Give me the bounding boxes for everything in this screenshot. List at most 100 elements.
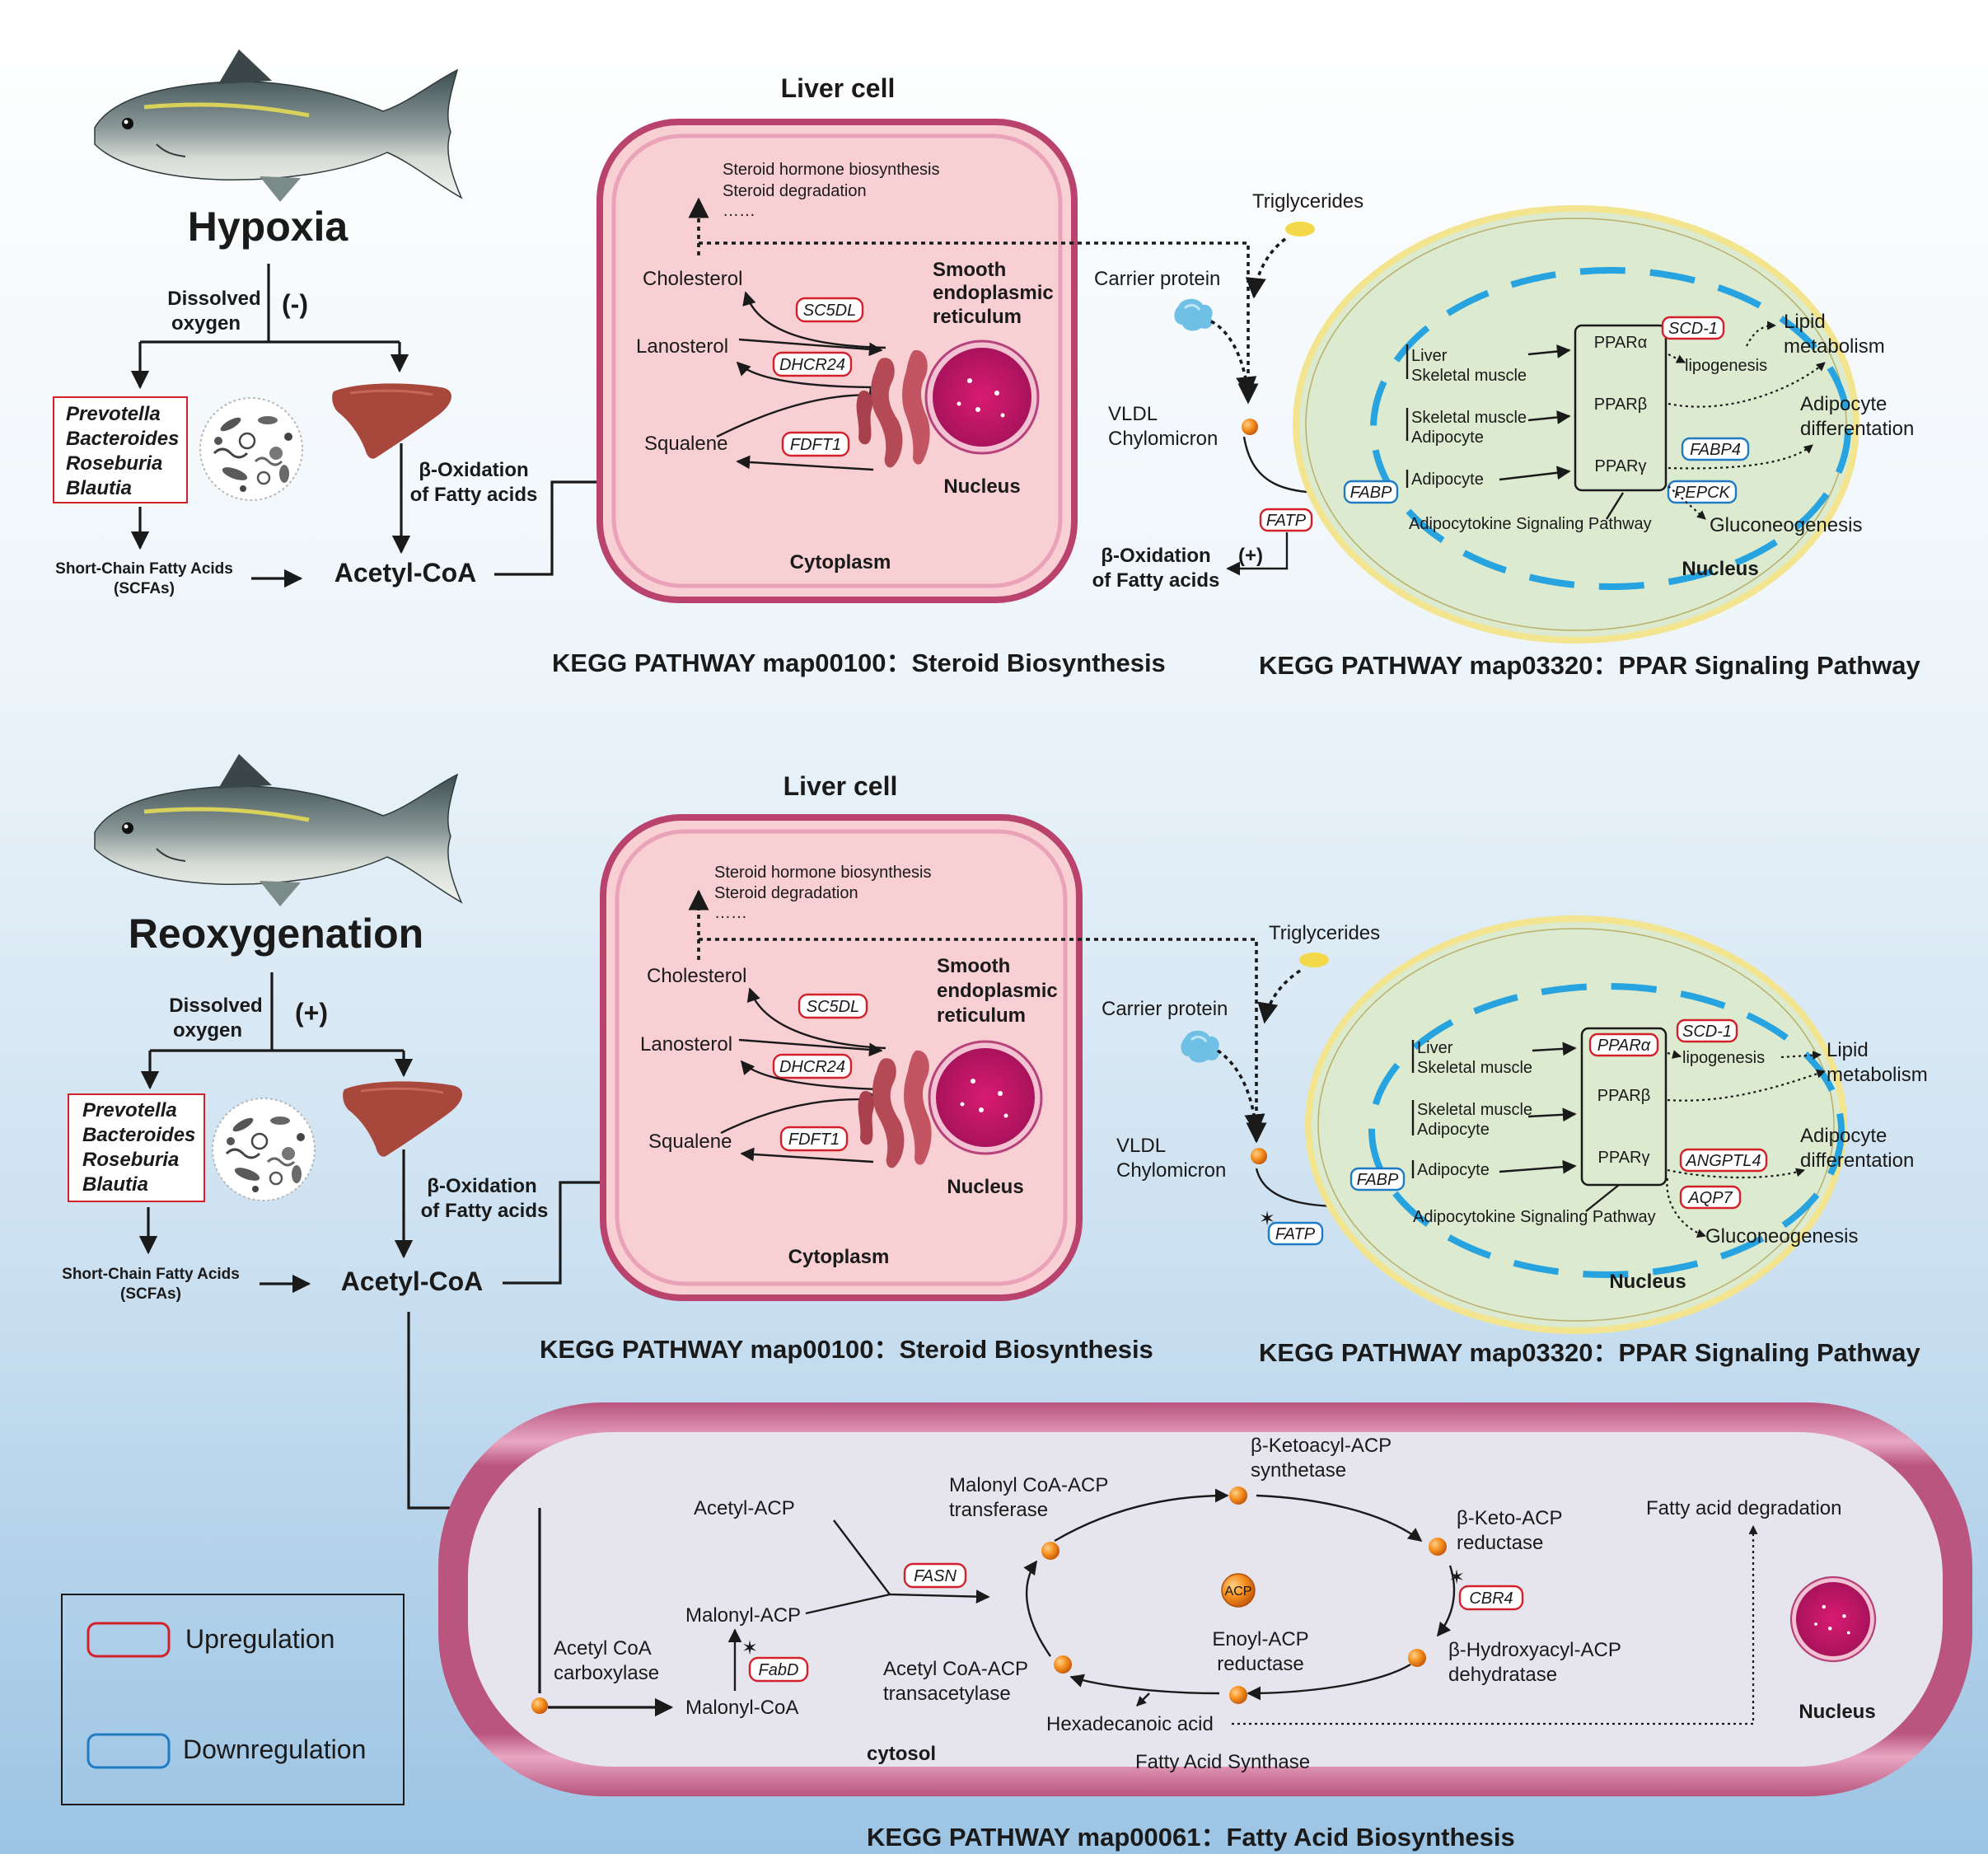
oxygen-sign: (-) (282, 289, 308, 319)
ser-label-re-1: Smooth (937, 955, 1010, 977)
hydroxyacyl-dehydratase: β-Hydroxyacyl-ACP (1448, 1639, 1621, 1661)
ser-label-2: endoplasmic (933, 282, 1054, 304)
steroid-output-3: …… (723, 202, 755, 220)
bacteria-box (53, 396, 188, 503)
legend-down-swatch (87, 1733, 171, 1769)
ppar-beta-re: PPARβ (1597, 1087, 1650, 1105)
squalene: Squalene (644, 433, 727, 455)
gene-scd1: SCD-1 (1668, 320, 1718, 338)
gene-scd1-badge-re (1676, 1018, 1738, 1043)
malonyl-acp: Malonyl-ACP (685, 1604, 801, 1627)
adipocyte-differentiation-2: differentation (1800, 418, 1914, 440)
carrier-protein-re: Carrier protein (1102, 998, 1228, 1020)
bacteria-cluster-icon (199, 396, 304, 502)
bacteria-blautia-re: Blautia (82, 1173, 148, 1196)
fish-icon-2 (95, 754, 461, 906)
gene-fdft1-re: FDFT1 (788, 1131, 840, 1149)
tissue-liver-re: Liver (1417, 1039, 1453, 1057)
fish-icon (95, 49, 461, 202)
steroid-output-1: Steroid hormone biosynthesis (723, 161, 939, 179)
kegg-steroid-top: KEGG PATHWAY map00100：Steroid Biosynthes… (552, 648, 1166, 677)
gene-fabp4-badge (1681, 437, 1750, 461)
tissue-skeletal-muscle-re: Skeletal muscle (1417, 1059, 1532, 1077)
scfa-label-re: Short-Chain Fatty Acids (62, 1266, 240, 1283)
nucleus-icon-2 (928, 1040, 1043, 1155)
ppar-gamma-re: PPARγ (1598, 1149, 1650, 1167)
lipogenesis: lipogenesis (1685, 357, 1767, 375)
ppar-alpha: PPARα (1594, 334, 1648, 352)
liver-organ-icon-2 (341, 1079, 464, 1159)
kegg-ppar-bottom: KEGG PATHWAY map03320：PPAR Signaling Pat… (1259, 1338, 1921, 1367)
reoxygenation-title: Reoxygenation (129, 911, 423, 957)
malonyl-coa: Malonyl-CoA (685, 1697, 798, 1719)
nucleus-icon-3 (1789, 1575, 1877, 1663)
star-cbr4: ✶ (1448, 1566, 1465, 1589)
cholesterol-re: Cholesterol (647, 965, 746, 987)
ppar-alpha-badge-re (1588, 1032, 1659, 1057)
hydroxyacyl-dehydratase-2: dehydratase (1448, 1664, 1557, 1686)
keto-reductase-2: reductase (1457, 1532, 1543, 1554)
gene-sc5dl-badge (795, 297, 864, 323)
tissue-liver: Liver (1411, 347, 1448, 365)
fatty-acid-synthase: Fatty Acid Synthase (1135, 1751, 1310, 1773)
bacteria-bacteroides: Bacteroides (66, 428, 179, 450)
gene-pepck: PEPCK (1674, 484, 1731, 502)
gene-fatp-re: FATP (1275, 1225, 1316, 1243)
acp-label: ACP (1225, 1585, 1252, 1599)
oxygen-sign-re: (+) (295, 998, 328, 1028)
gene-fasn-badge (903, 1562, 967, 1589)
fa-nucleus-label: Nucleus (1799, 1701, 1875, 1723)
gene-fabp-badge (1343, 480, 1399, 504)
steroid-output-re-1: Steroid hormone biosynthesis (714, 864, 931, 882)
tissue-skeletal-muscle-2: Skeletal muscle (1411, 409, 1527, 427)
ppar-beta: PPARβ (1594, 396, 1647, 414)
transport-beta-ox-2: of Fatty acids (1092, 569, 1220, 592)
ser-label-1: Smooth (933, 259, 1006, 281)
cytosol-area (468, 1432, 1943, 1767)
liver-organ-icon (330, 382, 453, 461)
legend-up-label: Upregulation (185, 1624, 334, 1654)
keto-reductase: β-Keto-ACP (1457, 1507, 1563, 1529)
malonyl-transferase-2: transferase (949, 1499, 1048, 1521)
scfa-label-re-2: (SCFAs) (120, 1285, 181, 1303)
lipid-metabolism: Lipid (1784, 311, 1826, 333)
cytoplasm-label-re: Cytoplasm (788, 1246, 890, 1268)
adipocytokine-pathway: Adipocytokine Signaling Pathway (1409, 515, 1652, 533)
acetyl-coa-carboxylase: Acetyl CoA (554, 1637, 652, 1660)
gene-dhcr24-badge-re (772, 1053, 853, 1079)
steroid-output-re-2: Steroid degradation (714, 884, 858, 902)
gluconeogenesis: Gluconeogenesis (1710, 514, 1862, 536)
acetyl-coa: Acetyl-CoA (334, 558, 476, 588)
lanosterol: Lanosterol (636, 335, 728, 358)
fatty-acid-degradation: Fatty acid degradation (1646, 1497, 1841, 1519)
gene-dhcr24-re: DHCR24 (779, 1058, 845, 1076)
nucleus-icon (924, 339, 1040, 455)
vldl-label-re: VLDL (1116, 1135, 1166, 1157)
hypoxia-title: Hypoxia (188, 204, 349, 250)
beta-oxidation-label-re-2: of Fatty acids (421, 1200, 549, 1222)
adipocytokine-pathway-re: Adipocytokine Signaling Pathway (1413, 1208, 1656, 1226)
scfa-label-2: (SCFAs) (114, 580, 175, 597)
bacteria-roseburia-re: Roseburia (82, 1149, 179, 1171)
beta-oxidation-label-re: β-Oxidation (427, 1175, 536, 1197)
legend-up-swatch (87, 1622, 171, 1658)
gene-cbr4-badge (1458, 1585, 1524, 1611)
beta-oxidation-label-2: of Fatty acids (410, 484, 538, 506)
lipid-metabolism-re-2: metabolism (1827, 1064, 1928, 1086)
liver-cell-title: Liver cell (781, 73, 896, 103)
carrier-protein-icon-2 (1179, 1029, 1221, 1064)
bacteria-box-re (68, 1093, 205, 1202)
ppar-nucleus-boundary (1370, 267, 1851, 590)
gene-fabd-badge (748, 1656, 809, 1683)
gene-angptl4: ANGPTL4 (1685, 1152, 1761, 1170)
gene-fdft1-badge-re (779, 1126, 849, 1152)
dissolved-oxygen-label-2: oxygen (171, 312, 241, 335)
ppar-alpha-re: PPARα (1597, 1037, 1651, 1055)
nucleus-label: Nucleus (943, 475, 1020, 498)
lanosterol-re: Lanosterol (640, 1033, 732, 1056)
chylomicron-label: Chylomicron (1108, 428, 1218, 450)
lipogenesis-re: lipogenesis (1682, 1049, 1765, 1067)
gluconeogenesis-re: Gluconeogenesis (1705, 1225, 1858, 1248)
enoyl-reductase: Enoyl-ACP (1212, 1628, 1308, 1650)
acetyl-coa-carboxylase-2: carboxylase (554, 1662, 659, 1684)
